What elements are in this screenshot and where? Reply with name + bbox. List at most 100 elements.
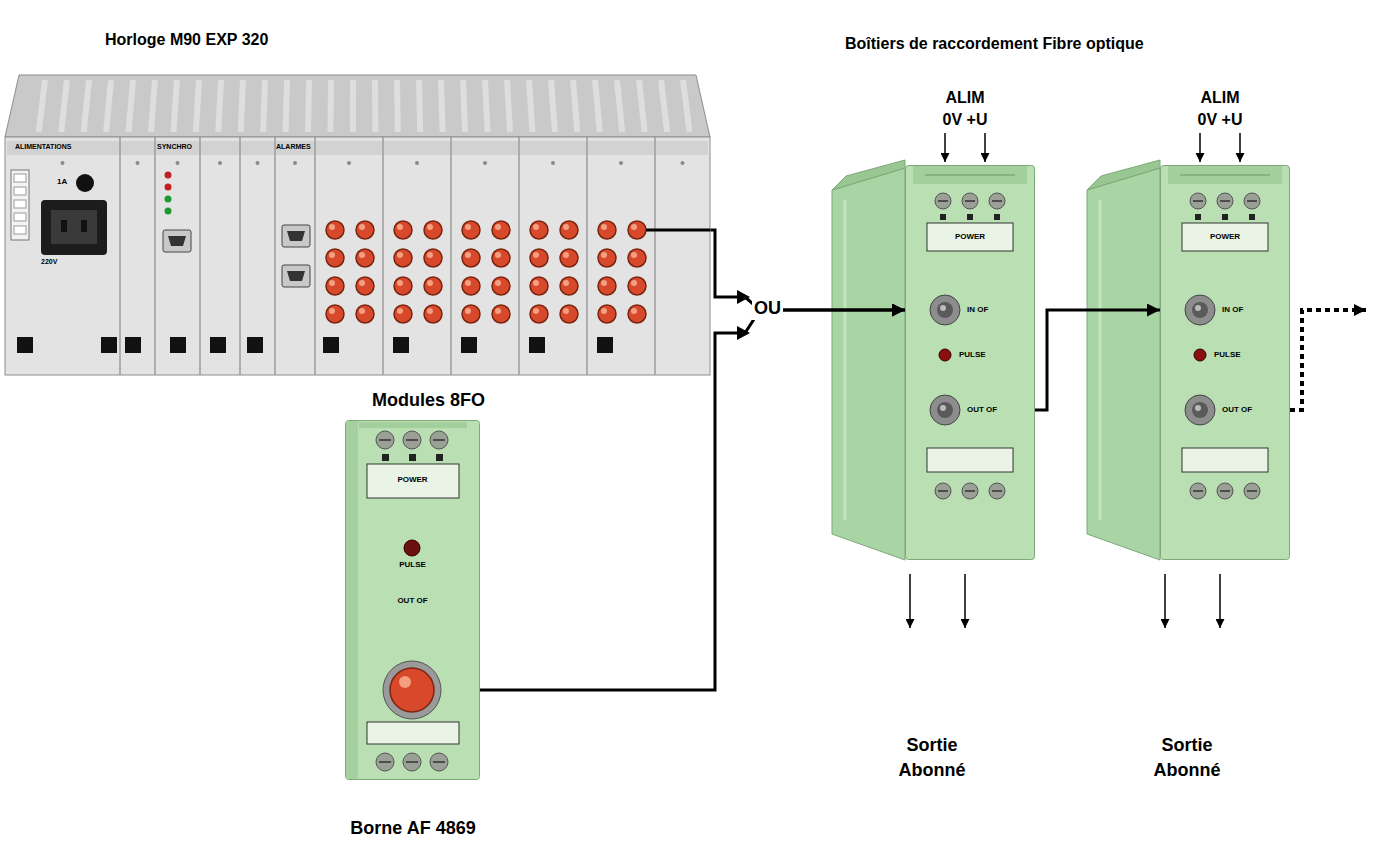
drawing-part: [595, 80, 600, 132]
drawing-part: [367, 722, 459, 744]
drawing-part: [76, 174, 94, 192]
drawing-part: [563, 308, 569, 314]
drawing-part: [530, 249, 548, 267]
drawing-part: [14, 213, 26, 221]
drawing-part: [5, 137, 710, 375]
drawing-part: [326, 221, 344, 239]
drawing-part: [530, 277, 548, 295]
drawing-part: [1099, 200, 1102, 520]
drawing-part: [1180, 174, 1270, 176]
drawing-part: [165, 184, 172, 191]
drawing-part: [681, 161, 685, 165]
drawing-part: [173, 80, 177, 132]
drawing-part: [1192, 402, 1208, 418]
drawing-part: [598, 221, 616, 239]
drawing-part: [106, 80, 111, 132]
drawing-part: [913, 166, 1027, 184]
drawing-part: [938, 200, 948, 202]
drawing-part: [1168, 166, 1282, 184]
drawing-part: [1192, 302, 1208, 318]
device-heading: Horloge M90 EXP 320: [105, 30, 268, 49]
drawing-part: [379, 439, 391, 441]
drawing-part: [533, 308, 539, 314]
drawing-part: [529, 337, 545, 353]
device-heading: Borne AF 4869: [333, 818, 493, 840]
drawing-part: [530, 305, 548, 323]
drawing-part: [1217, 483, 1233, 499]
drawing-part: [199, 137, 201, 375]
drawing-part: [165, 196, 172, 203]
drawing-part: [394, 249, 412, 267]
drawing-part: [154, 137, 156, 375]
drawing-part: [404, 540, 420, 556]
device-drawing: [1160, 165, 1290, 560]
drawing-part: [382, 137, 384, 375]
drawing-part: [397, 252, 403, 258]
drawing-part: [940, 405, 946, 411]
group-heading: Boîtiers de raccordement Fibre optique: [845, 34, 1144, 53]
drawing-part: [601, 308, 607, 314]
drawing-part: [427, 252, 433, 258]
drawing-part: [314, 137, 316, 375]
drawing-part: [397, 280, 403, 286]
drawing-part: [1249, 214, 1255, 220]
drawing-part: [415, 161, 419, 165]
drawing-part: [495, 280, 501, 286]
drawing-part: [210, 337, 226, 353]
drawing-part: [560, 249, 578, 267]
drawing-part: [989, 483, 1005, 499]
drawing-part: [1247, 200, 1257, 202]
drawing-part: [925, 174, 1015, 176]
drawing-part: [465, 252, 471, 258]
housing-side: [832, 160, 905, 560]
drawing-part: [125, 337, 141, 353]
drawing-part: [462, 277, 480, 295]
drawing-part: [61, 161, 65, 165]
drawing-part: [282, 265, 310, 287]
drawing-part: [430, 431, 448, 449]
drawing-part: [1193, 200, 1203, 202]
drawing-part: [930, 295, 960, 325]
drawing-part: [1087, 160, 1160, 190]
drawing-part: [485, 80, 488, 132]
drawing-part: [598, 249, 616, 267]
drawing-part: [390, 668, 434, 712]
drawing-part: [1219, 574, 1221, 628]
drawing-part: [984, 133, 986, 162]
drawing-part: [241, 80, 243, 132]
drawing-part: [359, 308, 365, 314]
drawing-part: [1195, 305, 1201, 311]
drawing-part: [628, 249, 646, 267]
drawing-part: [1239, 133, 1241, 162]
drawing-part: [101, 337, 117, 353]
drawing-part: [560, 305, 578, 323]
drawing-part: [551, 80, 555, 132]
drawing-part: [356, 305, 374, 323]
fuse-label: 1A: [57, 177, 67, 187]
drawing-part: [597, 337, 613, 353]
drawing-part: [992, 490, 1002, 492]
drawing-part: [1220, 200, 1230, 202]
clock-rack: Horloge M90 EXP 320ALIMENTATIONS1A220VSY…: [5, 75, 710, 375]
drawing-part: [965, 200, 975, 202]
port-label: OUT OF: [1222, 405, 1252, 415]
drawing-part: [495, 252, 501, 258]
drawing-part: [1244, 483, 1260, 499]
drawing-part: [39, 80, 45, 132]
drawing-part: [329, 224, 335, 230]
panel-label: POWER: [345, 475, 480, 485]
drawing-part: [430, 753, 448, 771]
drawing-part: [376, 753, 394, 771]
drawing-part: [492, 221, 510, 239]
drawing-part: [346, 421, 480, 780]
part-label: Modules 8FO: [372, 390, 485, 412]
drawing-part: [119, 137, 121, 375]
drawing-part: [628, 221, 646, 239]
drawing-part: [617, 80, 622, 132]
drawing-part: [356, 277, 374, 295]
drawing-part: [586, 137, 588, 375]
drawing-part: [1244, 193, 1260, 209]
drawing-part: [495, 308, 501, 314]
drawing-part: [1161, 166, 1290, 560]
